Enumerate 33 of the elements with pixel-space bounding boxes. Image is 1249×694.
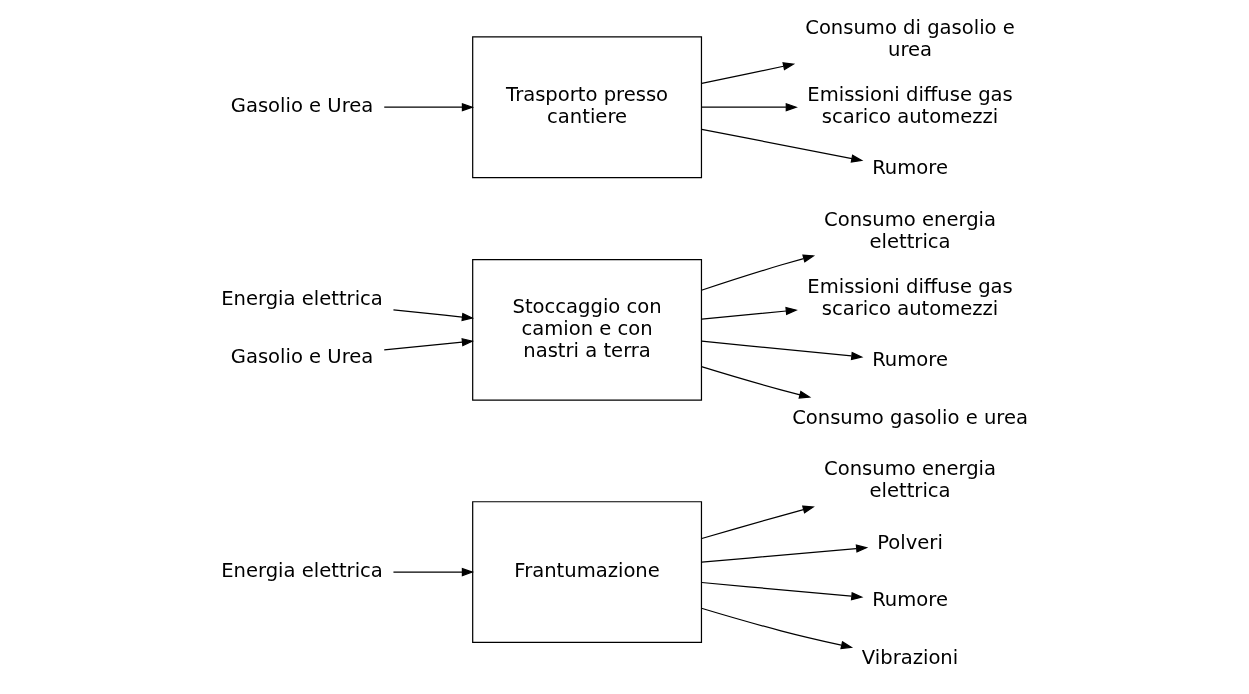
arrow bbox=[700, 607, 853, 650]
arrow bbox=[700, 340, 863, 361]
node-text: Polveri bbox=[876, 530, 943, 554]
node-text: Emissioni diffuse gas scarico automezzi bbox=[806, 274, 1013, 320]
arrow bbox=[700, 306, 798, 320]
arrow bbox=[392, 567, 474, 577]
arrow bbox=[383, 102, 474, 112]
node-box: Stoccaggio con camion e con nastri a terra bbox=[471, 258, 702, 401]
arrow bbox=[700, 581, 863, 601]
arrow bbox=[700, 62, 795, 84]
node-text: Gasolio e Urea bbox=[230, 93, 373, 117]
arrow bbox=[700, 254, 815, 291]
node-text: Consumo energia elettrica bbox=[823, 207, 996, 253]
node-text: Consumo gasolio e urea bbox=[791, 405, 1028, 429]
node-text: Rumore bbox=[871, 156, 948, 180]
arrow bbox=[700, 366, 811, 399]
node-box: Trasporto presso cantiere bbox=[471, 36, 702, 179]
node-text: Energia elettrica bbox=[220, 287, 383, 311]
node-text: Vibrazioni bbox=[861, 645, 958, 669]
arrow bbox=[700, 505, 815, 540]
arrow bbox=[700, 128, 863, 163]
arrow bbox=[383, 337, 474, 351]
node-text: Gasolio e Urea bbox=[230, 344, 373, 368]
node-text: Rumore bbox=[871, 348, 948, 372]
node-box: Frantumazione bbox=[471, 501, 702, 644]
node-text: Emissioni diffuse gas scarico automezzi bbox=[806, 82, 1013, 128]
node-text: Rumore bbox=[871, 588, 948, 612]
node-text: Consumo di gasolio e urea bbox=[804, 15, 1015, 61]
arrow bbox=[392, 309, 474, 322]
arrow bbox=[700, 102, 798, 112]
node-text: Energia elettrica bbox=[220, 558, 383, 582]
node-text: Consumo energia elettrica bbox=[823, 457, 996, 503]
arrow bbox=[700, 544, 868, 563]
